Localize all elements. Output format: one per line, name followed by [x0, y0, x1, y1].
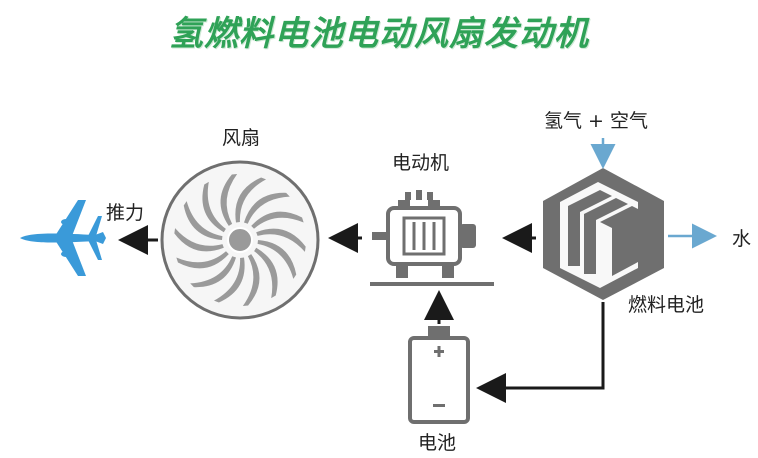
fan-blade — [213, 257, 245, 303]
electric-motor-icon — [370, 190, 494, 286]
fuel-cell-stack-icon — [543, 168, 664, 300]
fan-blade — [174, 228, 224, 252]
fan-label: 风扇 — [222, 127, 261, 149]
fan-blade — [256, 228, 306, 252]
fan-blade — [176, 251, 229, 269]
fan-icon — [160, 160, 320, 320]
fan-blade — [242, 254, 260, 306]
fuel-cell-label: 燃料电池 — [628, 294, 705, 316]
diagram-title: 氢燃料电池电动风扇发动机 — [169, 14, 589, 54]
fan-blade — [254, 247, 278, 299]
fan-blade — [257, 240, 297, 279]
arrow-fuelcell-to-battery — [476, 302, 605, 403]
inputs-label: 氢气 + 空气 — [544, 110, 648, 132]
thrust-label: 推力 — [106, 202, 145, 224]
fan-blade — [220, 174, 238, 226]
battery-icon — [408, 326, 470, 424]
battery-label: 电池 — [418, 432, 457, 454]
fan-blade — [202, 181, 226, 233]
fan-blade — [183, 201, 223, 240]
fan-blade — [235, 177, 267, 223]
fan-blade — [190, 256, 236, 288]
fan-blade — [251, 211, 304, 229]
water-label: 水 — [732, 228, 752, 250]
fan-blade — [244, 192, 290, 224]
airplane-icon — [20, 200, 106, 276]
motor-label: 电动机 — [392, 152, 450, 174]
